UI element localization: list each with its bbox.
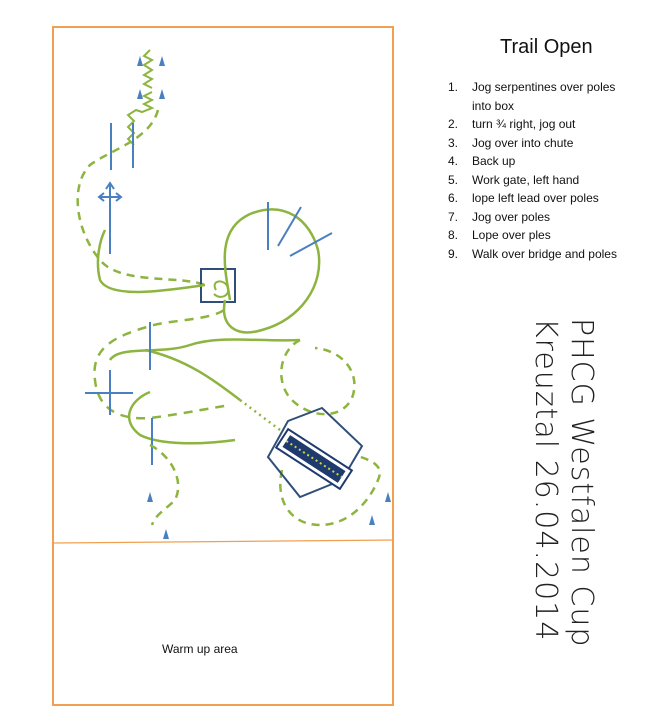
step-item: 5.Work gate, left hand: [448, 172, 580, 187]
step-list: 1.Jog serpentines over poles into box 2.…: [448, 78, 618, 263]
step-item: 2.turn ¾ right, jog out: [448, 117, 576, 131]
warmup-divider: [52, 539, 394, 544]
step-item: 3.Jog over into chute: [448, 135, 574, 150]
serpentine-path-2: [126, 91, 155, 146]
cones: [147, 492, 391, 539]
step-item: 4.Back up: [448, 154, 516, 168]
page-title: Trail Open: [500, 36, 593, 58]
step-item: 6.lope left lead over poles: [448, 191, 599, 205]
dashed-loop-upper: [280, 338, 356, 416]
handwritten-line-1: PHCG Westfalen Cup: [564, 318, 599, 648]
gate-arrow: [97, 181, 123, 254]
hexagon-obstacle: [266, 406, 364, 499]
step-item: 8.Lope over ples: [448, 228, 551, 242]
serpentine-path: [141, 49, 155, 89]
jog-path-left: [96, 229, 206, 294]
step-item: 1.Jog serpentines over poles into box: [448, 80, 616, 113]
lope-path-lower: [128, 390, 236, 445]
walk-path-dotted: [239, 399, 281, 431]
step-item: 7.Jog over poles: [448, 209, 551, 224]
handwritten-event-note: PHCG Westfalen Cup Kreuztal 26.04.2014: [527, 318, 599, 648]
arena-border: [52, 26, 394, 706]
lope-loop: [222, 208, 321, 334]
lope-poles: [267, 202, 333, 257]
serpentine-cones: [137, 56, 165, 99]
dashed-path-bottom-left: [149, 443, 180, 526]
jog-path-middle: [93, 308, 231, 420]
bridge: [274, 427, 354, 491]
handwritten-line-2: Kreuztal 26.04.2014: [528, 318, 563, 642]
lope-path-left: [108, 338, 301, 361]
serpentine-poles: [110, 123, 134, 170]
dashed-loop-lower: [279, 453, 381, 527]
left-poles: [85, 322, 153, 465]
jog-path-dashed: [76, 109, 206, 287]
step-item: 9.Walk over bridge and poles: [448, 246, 617, 261]
lope-path-diagonal: [144, 348, 241, 401]
warmup-area-label: Warm up area: [162, 642, 238, 656]
